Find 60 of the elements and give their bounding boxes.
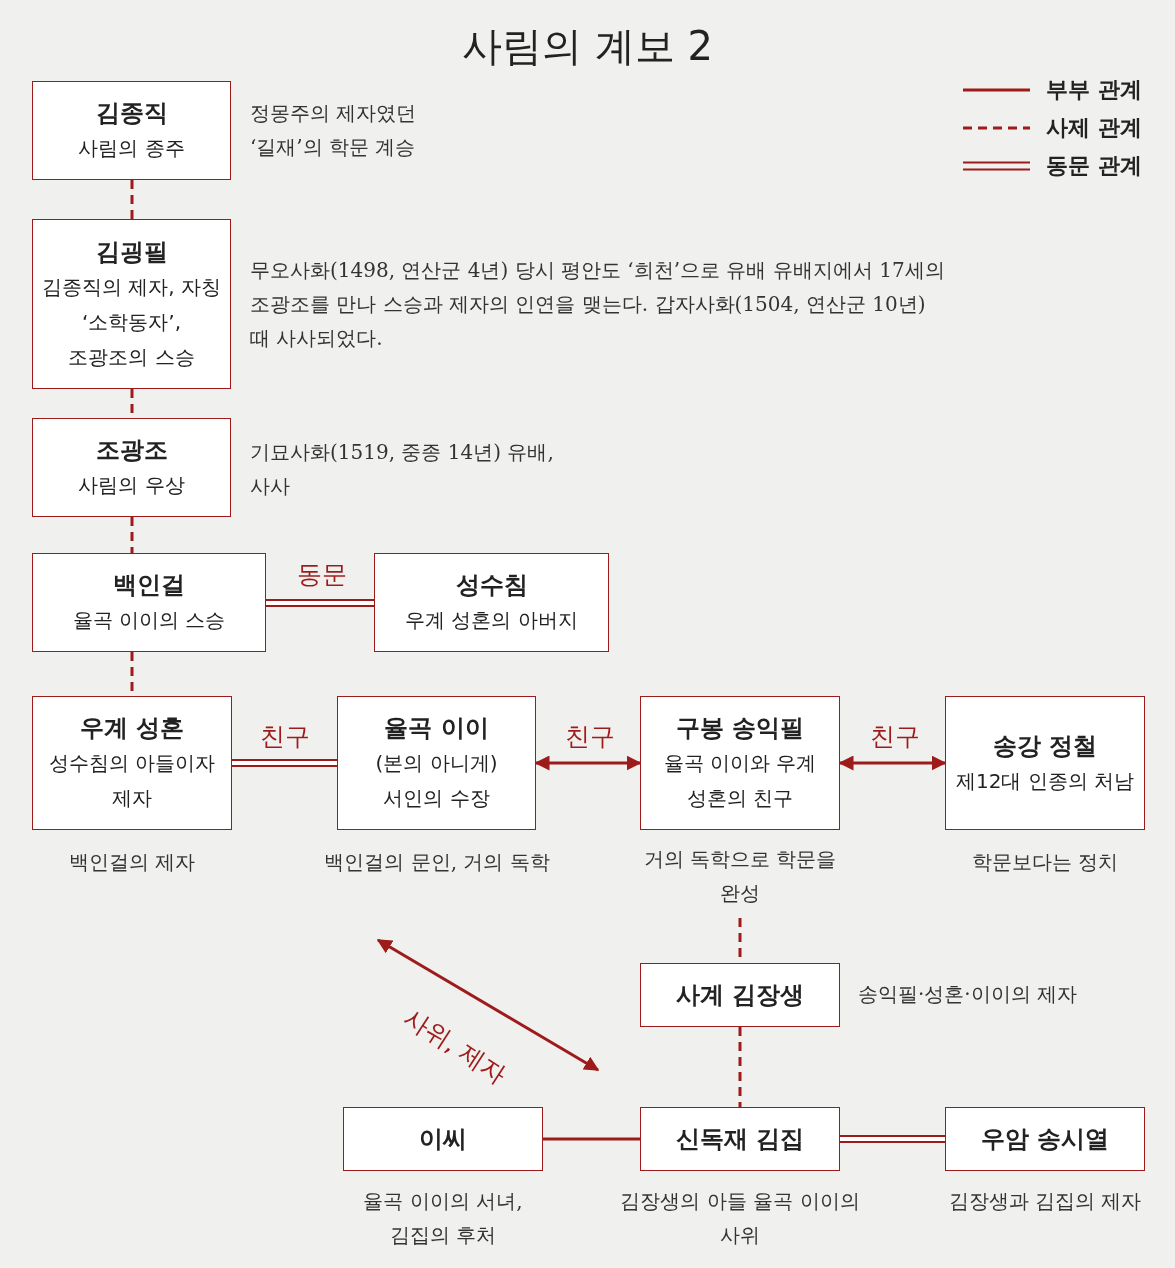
name-text: 성수침 <box>455 570 528 601</box>
name-text: 사계 김장생 <box>675 980 805 1011</box>
name-text: 우암 송시열 <box>980 1124 1110 1155</box>
legend-text: 동문 관계 <box>1046 152 1142 180</box>
note-text: 백인걸의 제자 <box>67 849 197 876</box>
person-box <box>640 963 840 1027</box>
title: 사림의 계보 2 <box>461 22 714 71</box>
connector-line <box>232 759 337 767</box>
description-text: (본의 아니게) 서인의 수장 <box>374 750 499 812</box>
person-box <box>32 553 266 652</box>
name-text: 이씨 <box>419 1124 467 1155</box>
description-text: 제12대 인종의 처남 <box>955 767 1135 795</box>
note-text: 정몽주의 제자였던 ‘길재’의 학문 계승 <box>250 100 418 161</box>
note-text: 학문보다는 정치 <box>970 849 1120 876</box>
name-text: 김굉필 <box>95 236 168 268</box>
note-text: 거의 독학으로 학문을 완성 <box>642 846 838 907</box>
note-text: 김장생의 아들 율곡 이이의 사위 <box>620 1188 860 1249</box>
description-text: 우계 성혼의 아버지 <box>405 607 578 634</box>
connector-line <box>130 180 134 219</box>
arrow <box>838 755 947 771</box>
description-text: 성수침의 아들이자 제자 <box>47 750 217 812</box>
note-text: 백인걸의 문인, 거의 독학 <box>323 849 551 876</box>
note-text: 율곡 이이의 서녀, 김집의 후처 <box>362 1188 524 1249</box>
name-text: 백인걸 <box>113 570 185 601</box>
person-box <box>374 553 609 652</box>
note-text: 무오사화(1498, 연산군 4년) 당시 평안도 ‘희천’으로 유배 유배지에서 17세의 조광조를 만나 스승과 제자의 인연을 맺는다. 갑자사화(1504, 연산군 10년) 때 사사되었다. <box>250 257 946 352</box>
legend-text: 부부 관계 <box>1046 76 1142 104</box>
name-text: 신독재 김집 <box>675 1124 805 1155</box>
description-text: 사림의 종주 <box>78 135 185 162</box>
person-box <box>32 418 231 517</box>
note-text: 송익필·성혼·이이의 제자 <box>858 981 1079 1008</box>
person-box <box>32 696 232 830</box>
description-text: 율곡 이이와 우계 성혼의 친구 <box>662 750 818 812</box>
name-text: 조광조 <box>95 435 168 466</box>
description-text: 김종직의 제자, 자칭 ‘소학동자’, 조광조의 스승 <box>40 273 223 371</box>
description-text: 율곡 이이의 스승 <box>72 607 226 634</box>
name-text: 김종직 <box>95 98 168 129</box>
name-text: 율곡 이이 <box>384 713 489 744</box>
person-box <box>32 81 231 180</box>
connector-line <box>840 1135 945 1143</box>
legend-text: 사제 관계 <box>1046 114 1142 142</box>
description-text: 사림의 우상 <box>78 472 185 499</box>
person-box <box>32 219 231 389</box>
arrow <box>534 755 642 771</box>
connector-line <box>543 1137 640 1141</box>
connector-line <box>266 599 374 607</box>
note-text: 김장생과 김집의 제자 <box>947 1188 1143 1215</box>
name-text: 송강 정철 <box>992 730 1098 762</box>
person-box <box>945 696 1145 830</box>
person-box <box>343 1107 543 1171</box>
name-text: 우계 성혼 <box>79 713 185 744</box>
person-box <box>337 696 536 830</box>
person-box <box>640 1107 840 1171</box>
note-text: 기묘사화(1519, 중종 14년) 유배, 사사 <box>250 439 555 500</box>
name-text: 구봉 송익필 <box>675 713 805 744</box>
connector-line <box>738 1027 742 1107</box>
person-box <box>640 696 840 830</box>
connector-line <box>130 517 134 553</box>
arrow <box>376 938 600 1072</box>
person-box <box>945 1107 1145 1171</box>
